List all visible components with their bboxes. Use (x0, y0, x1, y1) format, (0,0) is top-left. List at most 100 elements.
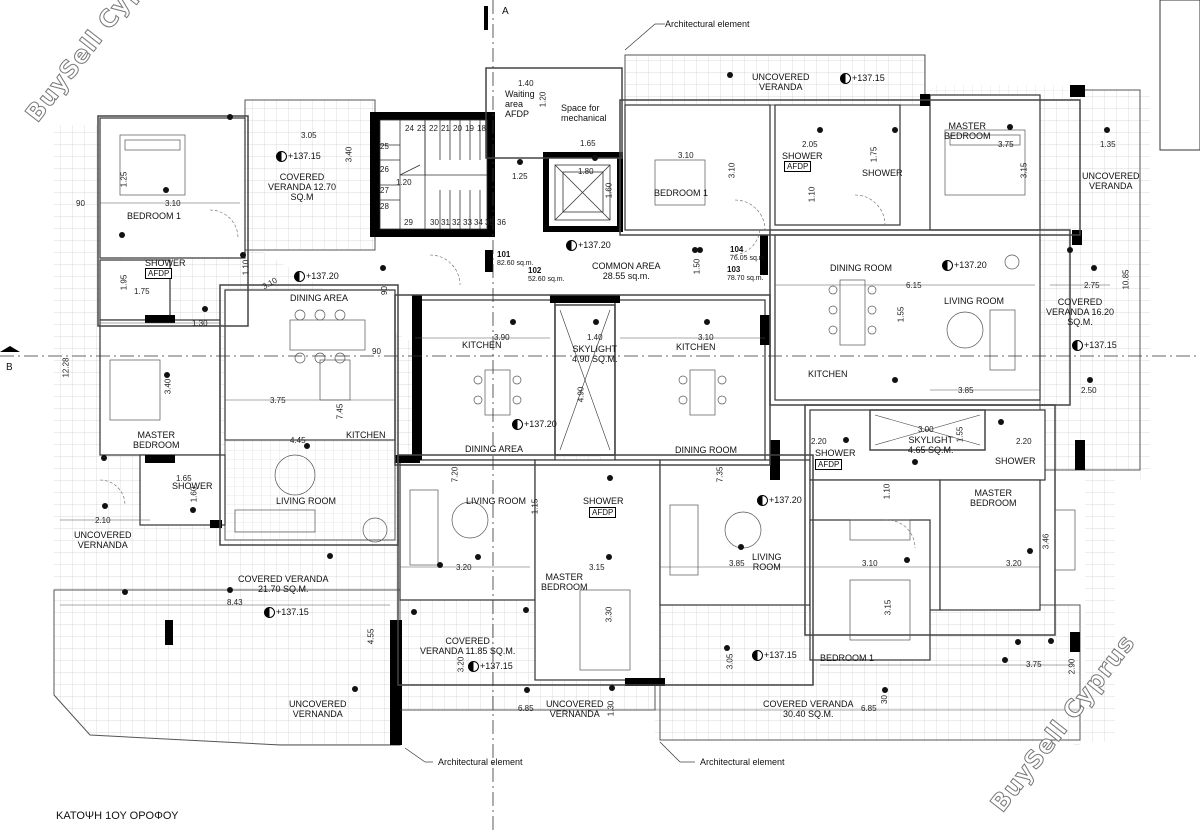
dimension: 3.10 (698, 333, 714, 342)
stair-step-number: 23 (417, 124, 426, 133)
dimension: 1.25 (512, 172, 528, 181)
room-uncovered-veranda-north: UNCOVERED VERANDA (752, 72, 810, 92)
stair-step-number: 24 (405, 124, 414, 133)
stair-step-number: 33 (463, 218, 472, 227)
room-uncovered-veranda-sw: UNCOVERED VERNANDA (289, 699, 347, 719)
level-icon (840, 73, 851, 85)
elevation-marker: +137.15 (468, 661, 513, 673)
dimension: 1.75 (869, 146, 879, 163)
dimension: 2.75 (1084, 281, 1100, 290)
dimension: 90 (379, 286, 389, 295)
unit-number: 104 (730, 245, 744, 254)
level-icon (942, 260, 953, 272)
room-kitchen-central-1: KITCHEN (462, 340, 502, 350)
elevator (554, 164, 611, 221)
room-covered-veranda-central: COVERED VERANDA 11.85 SQ.M. (420, 636, 516, 656)
dimension: 1.25 (119, 171, 129, 188)
level-icon (752, 650, 763, 662)
stair-step-number: 29 (404, 218, 413, 227)
stair-step-number: 34 (474, 218, 483, 227)
room-shower-ne-1: SHOWER (782, 151, 823, 161)
stair-step-number: 31 (441, 218, 450, 227)
elevation-marker: +137.15 (276, 151, 321, 163)
room-skylight-east: SKYLIGHT 4.65 SQ.M. (908, 435, 954, 455)
elevation-marker: +137.15 (840, 73, 885, 85)
dimension: 1.35 (1100, 140, 1116, 149)
survey-points (101, 72, 1110, 693)
dimension: 7.35 (715, 466, 725, 483)
stair-step-number: 20 (453, 124, 462, 133)
stair-step-number: 21 (441, 124, 450, 133)
leader-lines (404, 23, 695, 763)
dimension: 3.05 (301, 131, 317, 140)
dimension: 1.30 (192, 319, 208, 328)
stair-step-number: 26 (380, 165, 389, 174)
dimension: 3.05 (725, 653, 735, 670)
stair-step-number: 18 (477, 124, 486, 133)
level-icon (294, 271, 305, 283)
dimension: 3.75 (270, 396, 286, 405)
level-icon (264, 607, 275, 619)
walls (145, 85, 1085, 745)
dimension: 3.10 (678, 151, 694, 160)
room-living-room-central: LIVING ROOM (466, 496, 527, 506)
room-living-room-east: LIVING ROOM (944, 296, 1005, 306)
room-bedroom1-north: BEDROOM 1 (654, 188, 709, 198)
unit-number: 103 (727, 265, 741, 274)
room-shower-ne-2: SHOWER (862, 168, 903, 178)
dimension: 1.10 (882, 483, 892, 500)
elevation-marker: +137.20 (757, 495, 802, 507)
dimension: 3.85 (958, 386, 974, 395)
unit-area: 52.60 sq.m. (528, 276, 565, 283)
room-master-bedroom-se: MASTER BEDROOM (970, 488, 1017, 508)
dimension: 6.85 (518, 704, 534, 713)
stair-step-number: 27 (380, 186, 389, 195)
dimension: 1.50 (692, 258, 702, 275)
dimension: 1.60 (604, 182, 614, 199)
dimension: 2.10 (95, 516, 111, 525)
room-skylight-central: SKYLIGHT 4.90 SQ.M. (572, 344, 618, 364)
staircase (379, 119, 488, 230)
elevation-marker: +137.20 (942, 260, 987, 272)
dimension: 1.15 (530, 498, 540, 515)
afdp-tag: AFDP (145, 268, 173, 279)
room-dining-area-central: DINING AREA (465, 444, 524, 454)
door-swings (99, 194, 916, 549)
skylights (559, 309, 981, 451)
arch-element-note-bottom-left: Architectural element (438, 757, 523, 767)
dimension: 2.05 (802, 140, 818, 149)
interior-rooms (99, 94, 1046, 681)
level-icon (468, 661, 479, 673)
room-common-area: COMMON AREA 28.55 sq.m. (592, 261, 661, 281)
furniture (109, 129, 1076, 671)
dimension: 1.55 (896, 306, 906, 323)
room-covered-veranda-east: COVERED VERANDA 16.20 SQ.M. (1046, 297, 1115, 327)
afdp-tag: AFDP (784, 161, 812, 172)
room-master-bedroom-central: MASTER BEDROOM (541, 572, 588, 592)
elevation-marker: +137.20 (294, 271, 339, 283)
dimension: 3.85 (729, 559, 745, 568)
dimension: 4.55 (366, 628, 376, 645)
afdp-tag: AFDP (589, 507, 617, 518)
dimension: 6.85 (861, 704, 877, 713)
dimension: 1.40 (518, 79, 534, 88)
elevation-marker: +137.15 (1072, 340, 1117, 352)
dimension: 30 (879, 695, 889, 704)
room-kitchen-west: KITCHEN (346, 430, 386, 440)
dimension: 3.20 (456, 563, 472, 572)
dimension: 1.20 (538, 91, 548, 108)
stair-step-number: 28 (380, 202, 389, 211)
level-icon (512, 419, 523, 431)
elevation-marker: +137.20 (512, 419, 557, 431)
dimension: 3.90 (494, 333, 510, 342)
level-icon (276, 151, 287, 163)
arch-element-note-bottom-right: Architectural element (700, 757, 785, 767)
section-a-label: A (502, 6, 509, 17)
dimension: 1.20 (396, 178, 412, 187)
dimension: 1.95 (119, 274, 129, 291)
room-shower-west: SHOWER (145, 258, 186, 268)
dimension: 2.20 (811, 437, 827, 446)
